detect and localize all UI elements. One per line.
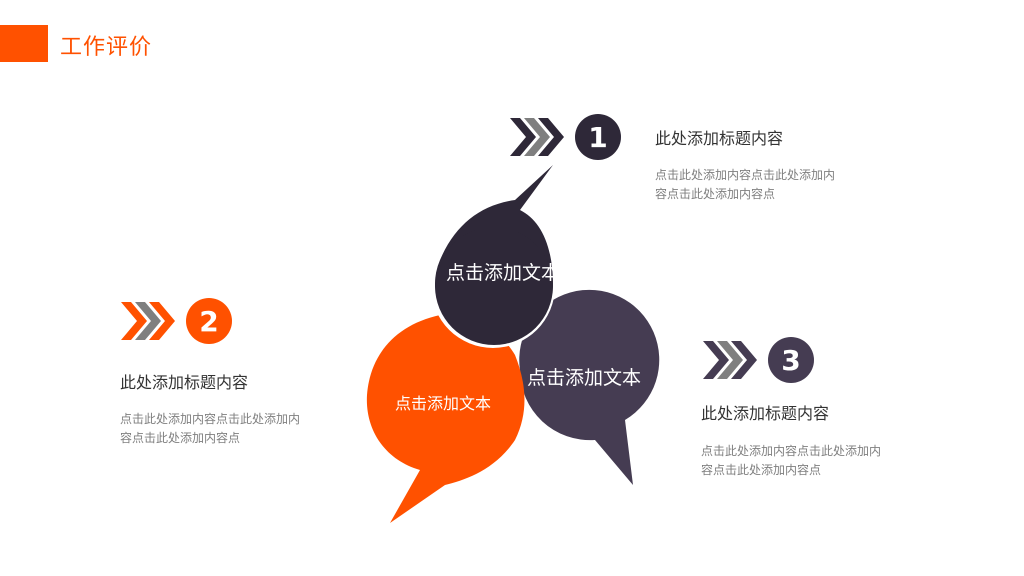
bubble-dark-label[interactable]: 点击添加文本 bbox=[446, 262, 561, 284]
bubble-orange-label[interactable]: 点击添加文本 bbox=[395, 394, 492, 413]
triple-chevron-right-icon bbox=[121, 302, 175, 340]
item-3-description[interactable]: 点击此处添加内容点击此处添加内 容点击此处添加内容点 bbox=[701, 444, 882, 477]
step-number-badge-1: 1 bbox=[575, 114, 621, 160]
header-accent-bar bbox=[0, 25, 48, 62]
step-number-badge-3: 3 bbox=[768, 337, 814, 383]
bubble-orange-shape[interactable] bbox=[366, 314, 525, 523]
bubble-dark-shape[interactable] bbox=[435, 165, 553, 345]
triple-chevron-right-icon bbox=[703, 341, 757, 379]
item-2-description[interactable]: 点击此处添加内容点击此处添加内 容点击此处添加内容点 bbox=[120, 412, 301, 445]
item-1-description[interactable]: 点击此处添加内容点击此处添加内 容点击此处添加内容点 bbox=[655, 168, 836, 201]
item-3-title[interactable]: 此处添加标题内容 bbox=[701, 404, 830, 423]
bubble-purple-label[interactable]: 点击添加文本 bbox=[527, 367, 642, 389]
item-2-title[interactable]: 此处添加标题内容 bbox=[120, 373, 249, 392]
bubble-purple-shape[interactable] bbox=[519, 289, 660, 485]
triple-chevron-right-icon bbox=[510, 118, 564, 156]
step-number-badge-2: 2 bbox=[186, 298, 232, 344]
page-title: 工作评价 bbox=[60, 35, 153, 60]
item-1-title[interactable]: 此处添加标题内容 bbox=[655, 129, 784, 148]
